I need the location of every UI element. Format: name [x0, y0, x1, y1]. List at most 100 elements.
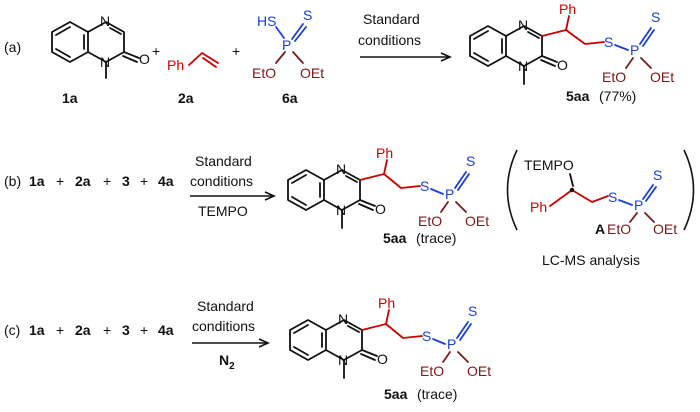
atom-ph: Ph — [530, 199, 547, 215]
left-parenthesis — [506, 149, 518, 231]
arrow-head — [440, 52, 452, 62]
atom-s: S — [604, 34, 613, 50]
6a-ps-bonds — [275, 23, 307, 42]
product-po-bonds — [440, 201, 467, 213]
atom-s: S — [420, 178, 429, 194]
reactant-1a-structure — [51, 21, 140, 79]
atom-ph: Ph — [378, 295, 395, 311]
atom-s: S — [466, 153, 475, 169]
tempo-group: TEMPO — [524, 157, 574, 173]
atom-n: N — [100, 13, 110, 29]
atom-oet: OEt — [653, 221, 677, 237]
plus-sign: + — [232, 43, 240, 59]
product-5aa-structure — [289, 319, 378, 379]
product-po-bonds — [625, 57, 652, 69]
row-b-label: (b) — [4, 173, 21, 189]
arrow-head — [258, 338, 270, 348]
atom-ph: Ph — [167, 57, 184, 73]
row-a-label: (a) — [4, 39, 21, 55]
arrow-text-below: N2 — [219, 352, 235, 372]
atom-p: P — [447, 336, 456, 352]
atom-o: O — [377, 351, 388, 367]
product-ps-bonds — [432, 321, 472, 345]
arrow-text-below: TEMPO — [198, 203, 248, 219]
reactant-4a: 4a — [158, 173, 174, 189]
plus-sign: + — [140, 322, 148, 338]
label-1a: 1a — [62, 90, 78, 106]
atom-s: S — [468, 303, 477, 319]
atom-eto: EtO — [252, 65, 276, 81]
arrow-text-bottom: conditions — [192, 318, 255, 334]
reactant-4a: 4a — [158, 322, 174, 338]
label-5aa: 5aa — [384, 386, 408, 402]
product-red-chain — [541, 15, 605, 45]
product-5aa-structure — [469, 25, 558, 85]
atom-oet: OEt — [467, 363, 491, 379]
tempo-o-bond — [569, 173, 574, 187]
intermediate-ps-bonds — [618, 184, 657, 206]
atom-s: S — [303, 7, 312, 23]
product-red-chain — [359, 159, 421, 189]
atom-p: P — [445, 186, 454, 202]
plus-sign: + — [103, 322, 111, 338]
styrene-bonds — [188, 52, 219, 68]
arrow-text-bottom: conditions — [358, 32, 421, 48]
atom-n: N — [518, 17, 528, 33]
atom-o: O — [139, 51, 150, 67]
analysis-caption: LC-MS analysis — [542, 252, 640, 268]
atom-oet: OEt — [465, 213, 489, 229]
radical-dot — [569, 187, 575, 193]
reactant-2a: 2a — [75, 322, 91, 338]
6a-po-bonds — [275, 51, 304, 64]
arrow-text-top: Standard — [197, 298, 254, 314]
intermediate-red-chain — [549, 189, 609, 207]
product-ps-bonds — [430, 171, 470, 195]
atom-p: P — [634, 197, 643, 213]
atom-ph: Ph — [376, 145, 393, 161]
atom-o: O — [557, 57, 568, 73]
atom-n: N — [338, 352, 348, 368]
atom-p: P — [282, 37, 291, 53]
plus-sign: + — [56, 322, 64, 338]
label-6a: 6a — [282, 90, 298, 106]
plus-sign: + — [56, 173, 64, 189]
plus-sign: + — [152, 43, 160, 59]
product-note: (trace) — [417, 386, 457, 402]
label-5aa: 5aa — [383, 230, 407, 246]
atom-n: N — [100, 54, 110, 70]
atom-hs: HS — [257, 13, 276, 29]
reactant-2a: 2a — [75, 173, 91, 189]
atom-eto: EtO — [607, 221, 631, 237]
arrow-text-top: Standard — [363, 11, 420, 27]
product-note: (trace) — [416, 230, 456, 246]
atom-eto: EtO — [420, 363, 444, 379]
row-c-label: (c) — [4, 322, 20, 338]
intermediate-po-bonds — [629, 212, 655, 223]
yield-value: (77%) — [599, 88, 636, 104]
atom-eto: EtO — [418, 213, 442, 229]
reactant-1a: 1a — [29, 322, 45, 338]
right-parenthesis — [683, 149, 695, 231]
atom-s: S — [422, 328, 431, 344]
atom-s: S — [608, 189, 617, 205]
label-a: A — [595, 221, 605, 237]
label-5aa: 5aa — [566, 88, 590, 104]
atom-o: O — [375, 201, 386, 217]
atom-n: N — [518, 58, 528, 74]
atom-oet: OEt — [650, 69, 674, 85]
reactant-3: 3 — [122, 322, 130, 338]
arrow-text-top: Standard — [195, 153, 252, 169]
atom-eto: EtO — [602, 69, 626, 85]
atom-oet: OEt — [300, 65, 324, 81]
product-ps-bonds — [614, 27, 655, 51]
atom-ph: Ph — [559, 1, 576, 17]
product-5aa-structure — [287, 169, 376, 229]
atom-n: N — [338, 311, 348, 327]
label-2a: 2a — [178, 90, 194, 106]
product-po-bonds — [442, 351, 469, 363]
plus-sign: + — [140, 173, 148, 189]
arrow-text-bottom: conditions — [190, 173, 253, 189]
atom-n: N — [336, 202, 346, 218]
atom-n: N — [336, 161, 346, 177]
